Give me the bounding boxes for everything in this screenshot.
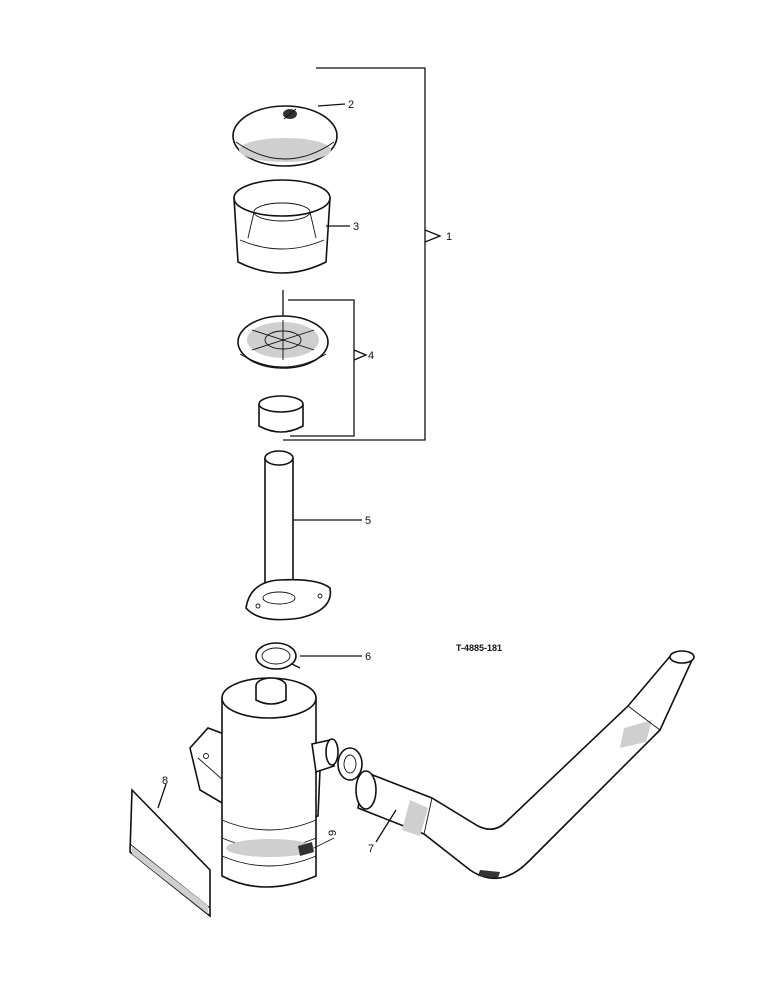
callout-7: 7 xyxy=(368,843,374,855)
part-4-filter-element xyxy=(237,290,368,437)
callout-3: 3 xyxy=(353,221,359,233)
part-3-bowl xyxy=(233,179,350,274)
bracket-item-1 xyxy=(283,67,442,441)
callout-2: 2 xyxy=(348,99,354,111)
air-cleaner-housing xyxy=(189,677,339,888)
part-7-outlet-pipe xyxy=(355,650,695,880)
outlet-ring xyxy=(337,747,363,781)
part-2-cover-cap xyxy=(232,103,346,167)
callout-9-leader xyxy=(313,837,335,849)
part-8-shield-plate xyxy=(129,783,211,918)
callout-8: 8 xyxy=(162,775,168,787)
part-6-clamp-ring xyxy=(255,642,362,670)
callout-9: 9 xyxy=(327,830,339,836)
part-5-intake-tube xyxy=(245,450,362,621)
callout-4: 4 xyxy=(368,350,374,362)
callout-5: 5 xyxy=(365,515,371,527)
callout-1: 1 xyxy=(446,231,452,243)
callout-6: 6 xyxy=(365,651,371,663)
reference-code: T-4885-181 xyxy=(456,643,502,653)
